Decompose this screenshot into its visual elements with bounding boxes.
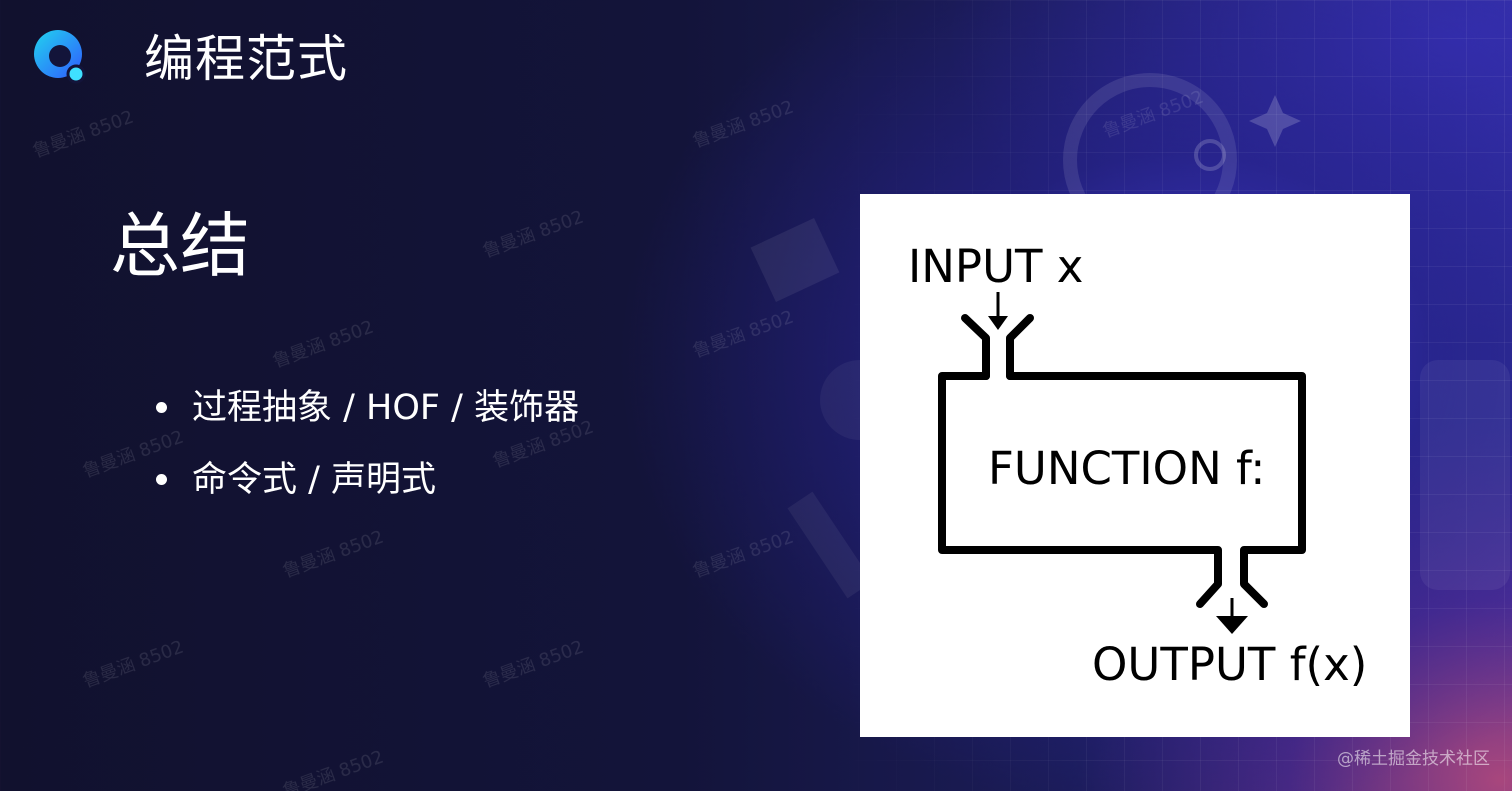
watermark: 鲁曼涵 8502: [690, 526, 797, 583]
list-item-text: 命令式 / 声明式: [192, 460, 437, 500]
watermark: 鲁曼涵 8502: [280, 746, 387, 791]
watermark: 鲁曼涵 8502: [280, 526, 387, 583]
watermark: 鲁曼涵 8502: [270, 316, 377, 373]
bullet-dot-icon: [156, 474, 167, 485]
output-label: OUTPUT f(x): [1092, 638, 1368, 691]
input-label: INPUT x: [908, 240, 1084, 293]
watermark: 鲁曼涵 8502: [80, 636, 187, 693]
list-item: 过程抽象 / HOF / 装饰器: [156, 372, 579, 444]
watermark: 鲁曼涵 8502: [480, 636, 587, 693]
watermark: 鲁曼涵 8502: [690, 96, 797, 153]
watermark: 鲁曼涵 8502: [30, 106, 137, 163]
watermark: 鲁曼涵 8502: [690, 306, 797, 363]
section-title: 总结: [110, 205, 250, 287]
watermark: 鲁曼涵 8502: [480, 206, 587, 263]
bullet-list: 过程抽象 / HOF / 装饰器 命令式 / 声明式: [156, 372, 579, 516]
source-credit: @稀土掘金技术社区: [1337, 749, 1490, 769]
page-title: 编程范式: [144, 30, 348, 88]
function-label: FUNCTION f:: [988, 442, 1266, 495]
function-diagram: INPUT x FUNCTION f: OUTPUT f(x): [860, 194, 1410, 737]
list-item-text: 过程抽象 / HOF / 装饰器: [192, 388, 580, 428]
bullet-dot-icon: [156, 402, 167, 413]
q-logo-icon: [34, 30, 86, 84]
list-item: 命令式 / 声明式: [156, 444, 579, 516]
function-machine-drawing: [938, 292, 1306, 634]
